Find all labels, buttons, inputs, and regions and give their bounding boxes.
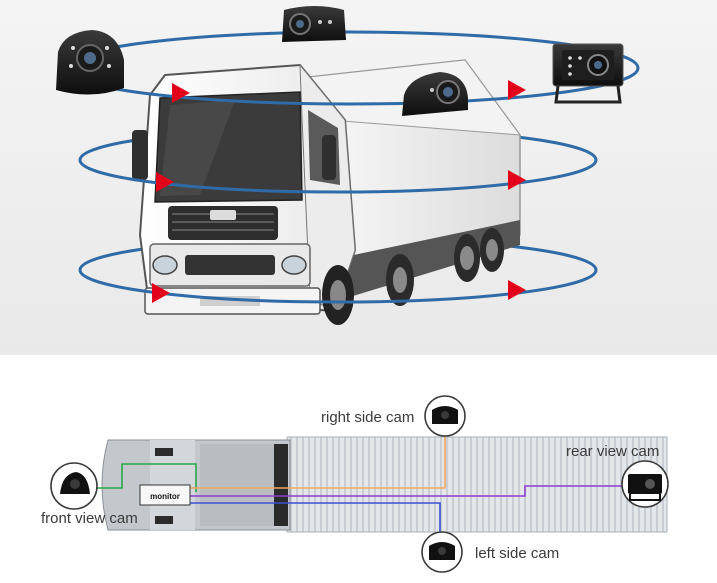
square-camera-icon <box>552 43 624 104</box>
wiring-diagram: monitor <box>50 395 669 573</box>
left-side-cam-label: left side cam <box>475 545 560 562</box>
side-camera-icon <box>402 72 468 116</box>
truck-illustration <box>132 59 522 325</box>
rotation-arrows <box>152 80 526 303</box>
left-cam-wire <box>190 502 441 535</box>
arrow-icon <box>152 283 170 303</box>
arrow-icon <box>172 83 190 103</box>
front-view-cam-label: front view cam <box>41 510 138 527</box>
right-cam-circle <box>424 395 466 437</box>
rear-cam-wire <box>190 485 622 497</box>
monitor-box-icon: monitor <box>139 484 191 506</box>
arrow-icon <box>508 80 526 100</box>
right-side-cam-label: right side cam <box>321 409 415 426</box>
side-camera-icon <box>282 6 346 42</box>
arrow-icon <box>508 280 526 300</box>
trailer-top-view <box>286 436 668 533</box>
dome-camera-icon <box>56 30 124 95</box>
rear-view-cam-label: rear view cam <box>566 443 660 460</box>
right-cam-wire <box>190 436 446 489</box>
monitor-label: monitor <box>150 492 180 501</box>
front-cam-wire <box>90 463 197 492</box>
arrow-icon <box>508 170 526 190</box>
front-cam-circle <box>50 462 98 510</box>
rear-cam-circle <box>621 460 669 508</box>
arrow-icon <box>156 172 174 192</box>
left-cam-circle <box>421 531 463 573</box>
